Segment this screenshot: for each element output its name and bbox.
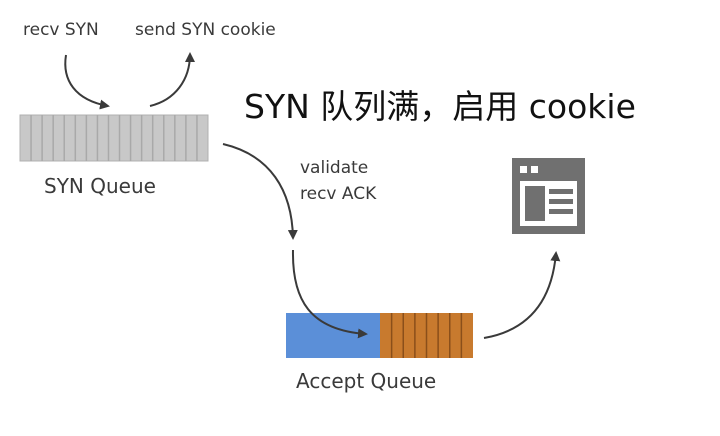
recv-syn-arrow: [64, 54, 110, 110]
accept-queue-bar: [286, 313, 473, 358]
syn-queue-slots: [30, 115, 198, 161]
send-syn-cookie-label: send SYN cookie: [135, 20, 276, 40]
accept-queue-label: Accept Queue: [296, 369, 437, 393]
recv-ack-label: recv ACK: [300, 184, 377, 204]
accept-queue-empty-section: [286, 313, 381, 358]
to-application-arrow: [483, 251, 561, 339]
validate-ack-arrow: [222, 143, 298, 240]
application-window-icon: [512, 158, 585, 234]
to-accept-queue-arrow: [291, 249, 368, 339]
recv-syn-label: recv SYN: [23, 20, 99, 40]
heading: SYN 队列满，启用 cookie: [244, 87, 636, 126]
send-syn-cookie-arrow: [149, 52, 195, 107]
validate-label: validate: [300, 158, 369, 178]
accept-queue-slots: [390, 313, 463, 358]
syn-queue-label: SYN Queue: [44, 174, 156, 198]
syn-queue-bar: [19, 114, 209, 162]
